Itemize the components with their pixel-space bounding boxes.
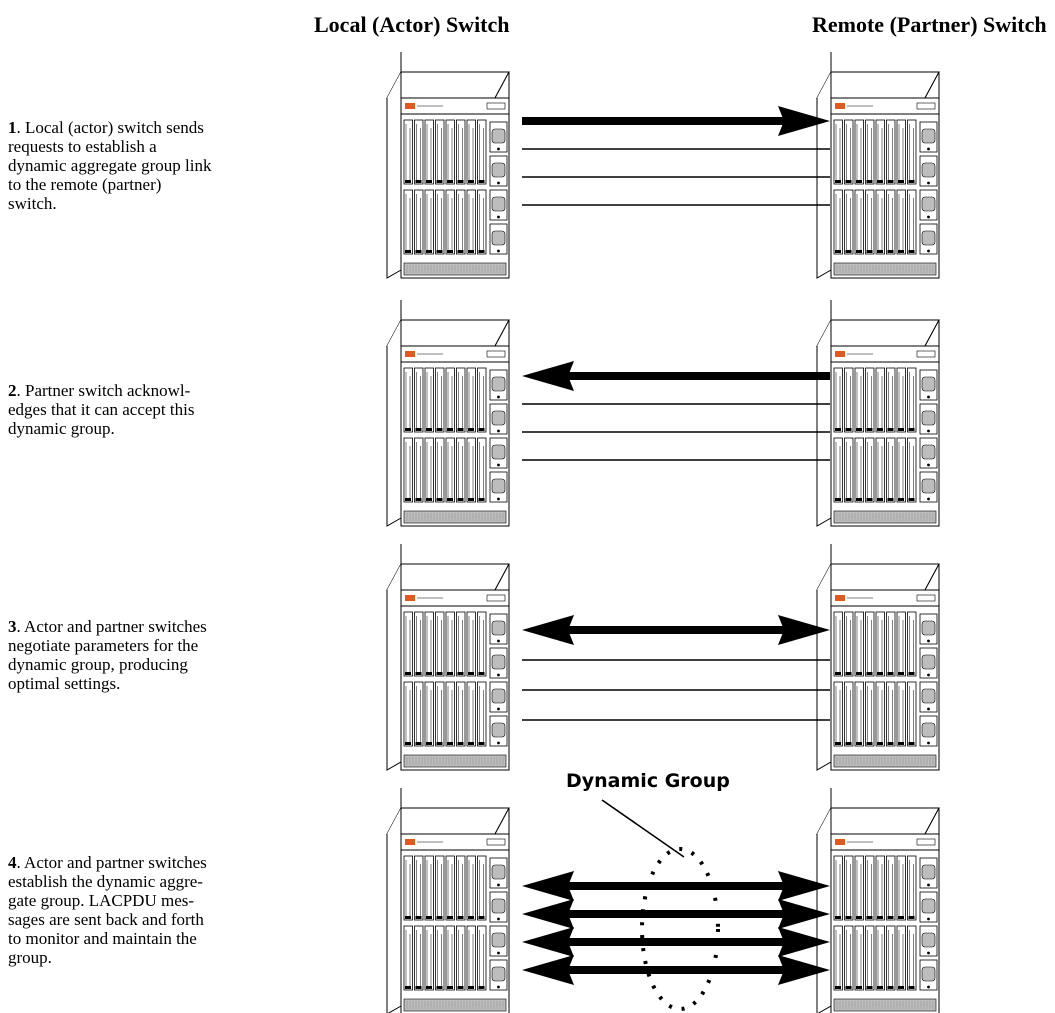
step-line: requests to establish a xyxy=(8,137,157,156)
dynamic-group-label: Dynamic Group xyxy=(566,770,730,792)
step-line: . Actor and partner switches xyxy=(16,853,207,872)
remote-switch-4 xyxy=(816,788,940,1013)
step-line: optimal settings. xyxy=(8,674,121,693)
step-line: . Local (actor) switch sends xyxy=(16,118,204,137)
step-number: 3 xyxy=(8,617,17,636)
remote-switch-header: Remote (Partner) Switch xyxy=(812,12,1047,37)
arrowhead-left xyxy=(522,899,574,929)
arrow-shaft xyxy=(566,938,786,946)
local-switch-2 xyxy=(386,300,510,527)
step-line: gate group. LACPDU mes- xyxy=(8,891,195,910)
remote-switch-2 xyxy=(816,300,940,527)
dynamic-group-ellipse xyxy=(640,847,720,1011)
step-line: group. xyxy=(8,948,52,967)
step-line: to the remote (partner) xyxy=(8,175,162,194)
local-switch-4 xyxy=(386,788,510,1013)
remote-switch-3 xyxy=(816,544,940,771)
arrowhead-left xyxy=(522,615,574,645)
arrowhead-left xyxy=(522,927,574,957)
step-line: . Actor and partner switches xyxy=(16,617,207,636)
local-switch-1 xyxy=(386,52,510,279)
arrow-shaft xyxy=(522,117,784,125)
step-number: 2 xyxy=(8,381,17,400)
arrowhead-right xyxy=(778,106,830,136)
arrowhead-left xyxy=(522,361,574,391)
step-line: to monitor and maintain the xyxy=(8,929,197,948)
arrow-shaft xyxy=(568,372,830,380)
arrow-shaft xyxy=(566,910,786,918)
step-line: establish the dynamic aggre- xyxy=(8,872,203,891)
arrowhead-left xyxy=(522,871,574,901)
step-2-text: 2. Partner switch acknowl- edges that it… xyxy=(8,381,308,438)
step-4-text: 4. Actor and partner switches establish … xyxy=(8,853,308,967)
arrowhead-right xyxy=(778,927,830,957)
step-number: 4 xyxy=(8,853,17,872)
arrowhead-right xyxy=(778,615,830,645)
step-3-text: 3. Actor and partner switches negotiate … xyxy=(8,617,308,693)
arrow-shaft xyxy=(566,966,786,974)
arrowhead-right xyxy=(778,955,830,985)
step-line: sages are sent back and forth xyxy=(8,910,204,929)
arrowhead-left xyxy=(522,955,574,985)
step-line: . Partner switch acknowl- xyxy=(16,381,191,400)
arrow-shaft xyxy=(568,626,784,634)
step-line: dynamic group. xyxy=(8,419,115,438)
step-line: switch. xyxy=(8,194,57,213)
step-line: negotiate parameters for the xyxy=(8,636,199,655)
arrow-shaft xyxy=(566,882,786,890)
arrowhead-right xyxy=(778,899,830,929)
step-line: dynamic aggregate group link xyxy=(8,156,212,175)
step-line: dynamic group, producing xyxy=(8,655,188,674)
remote-switch-1 xyxy=(816,52,940,279)
local-switch-header: Local (Actor) Switch xyxy=(314,12,510,37)
step-number: 1 xyxy=(8,118,17,137)
step-line: edges that it can accept this xyxy=(8,400,195,419)
arrowhead-right xyxy=(778,871,830,901)
dynamic-group-pointer xyxy=(601,799,685,858)
step-1-text: 1. Local (actor) switch sends requests t… xyxy=(8,118,308,213)
local-switch-3 xyxy=(386,544,510,771)
